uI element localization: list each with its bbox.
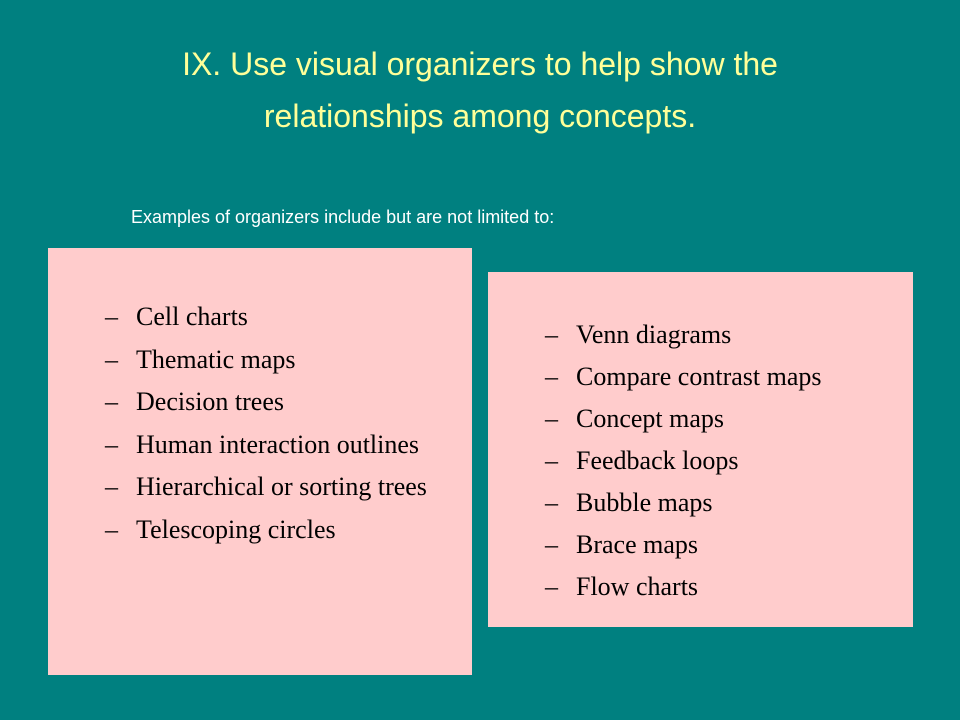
left-organizer-list: –Cell charts –Thematic maps –Decision tr…: [105, 300, 445, 555]
list-item: –Venn diagrams: [545, 318, 890, 352]
list-item: –Feedback loops: [545, 444, 890, 478]
list-item-label: Decision trees: [136, 387, 285, 416]
list-item: –Flow charts: [545, 570, 890, 604]
dash-bullet: –: [545, 572, 558, 601]
dash-bullet: –: [545, 530, 558, 559]
list-item-label: Compare contrast maps: [576, 362, 822, 391]
list-item: –Hierarchical or sorting trees: [105, 470, 445, 504]
list-item-label: Bubble maps: [576, 488, 713, 517]
dash-bullet: –: [105, 472, 118, 501]
list-item-label: Telescoping circles: [136, 514, 336, 544]
dash-bullet: –: [545, 446, 558, 475]
list-item-label: Human interaction outlines: [136, 429, 420, 459]
slide-subtitle: Examples of organizers include but are n…: [131, 207, 555, 227]
list-item: –Thematic maps: [105, 343, 445, 377]
list-item-label: Brace maps: [576, 530, 699, 559]
dash-bullet: –: [105, 344, 118, 374]
left-organizer-box: –Cell charts –Thematic maps –Decision tr…: [48, 248, 472, 675]
dash-bullet: –: [105, 387, 118, 416]
dash-bullet: –: [545, 362, 558, 391]
list-item: –Decision trees: [105, 385, 445, 419]
dash-bullet: –: [545, 404, 558, 433]
slide-title-line-2: relationships among concepts.: [263, 98, 697, 134]
dash-bullet: –: [105, 429, 118, 459]
list-item-label: Flow charts: [576, 572, 699, 601]
list-item: –Human interaction outlines: [105, 428, 445, 462]
list-item: –Compare contrast maps: [545, 360, 890, 394]
list-item-label: Thematic maps: [136, 344, 296, 374]
list-item-label: Feedback loops: [576, 446, 739, 475]
dash-bullet: –: [545, 488, 558, 517]
list-item-label: Venn diagrams: [576, 320, 732, 349]
list-item: –Telescoping circles: [105, 513, 445, 547]
right-organizer-list: –Venn diagrams –Compare contrast maps –C…: [545, 318, 890, 612]
dash-bullet: –: [105, 514, 118, 544]
list-item-label: Cell charts: [136, 302, 248, 331]
list-item: –Bubble maps: [545, 486, 890, 520]
slide-title-line-1: IX. Use visual organizers to help show t…: [182, 46, 778, 82]
dash-bullet: –: [105, 302, 118, 331]
slide-title: IX. Use visual organizers to help show t…: [0, 38, 960, 142]
right-organizer-box: –Venn diagrams –Compare contrast maps –C…: [488, 272, 913, 627]
list-item-label: Concept maps: [576, 404, 725, 433]
dash-bullet: –: [545, 320, 558, 349]
list-item: –Cell charts: [105, 300, 445, 334]
list-item: –Brace maps: [545, 528, 890, 562]
list-item: –Concept maps: [545, 402, 890, 436]
list-item-label: Hierarchical or sorting trees: [136, 472, 427, 501]
